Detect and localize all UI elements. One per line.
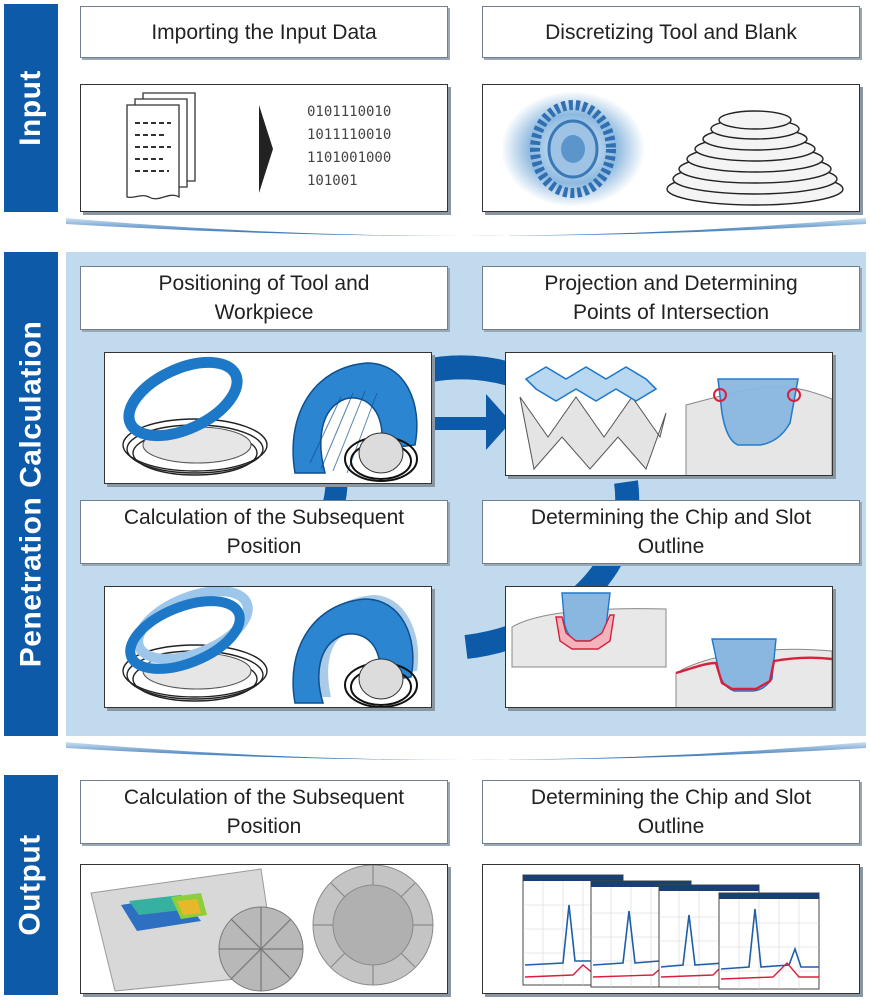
output-band: Output <box>4 775 58 995</box>
force-plot-icon <box>522 874 820 990</box>
tool-ring-icon <box>122 356 268 476</box>
tool-ring-moved-icon <box>122 587 268 702</box>
import-data-panel: 0101110010 1011110010 1101001000 101001 <box>80 84 448 212</box>
penetration-transition-chevron <box>66 742 866 760</box>
step-title-positioning: Positioning of Tool and Workpiece <box>80 266 448 330</box>
binary-line: 1101001000 <box>307 150 392 166</box>
output-plot-panel <box>482 864 860 994</box>
projection-mesh-icon <box>519 366 832 475</box>
penetration-section-label: Penetration Calculation <box>14 320 47 668</box>
binary-line: 0101110010 <box>307 104 392 120</box>
cup-wheel-icon <box>292 362 418 482</box>
cup-wheel-moved-icon <box>292 595 419 707</box>
step-title-projection: Projection and Determining Points of Int… <box>482 266 860 330</box>
arrow-right-icon <box>259 105 273 193</box>
penetration-band: Penetration Calculation <box>4 252 58 736</box>
step-title-import-data: Importing the Input Data <box>80 6 448 58</box>
output-section-label: Output <box>14 834 48 936</box>
positioning-panel <box>104 352 432 484</box>
input-transition-chevron <box>66 218 866 236</box>
subsequent-position-panel <box>104 586 432 708</box>
binary-line: 1011110010 <box>307 127 392 143</box>
projection-panel <box>505 352 833 476</box>
blank-contour-icon <box>666 110 844 206</box>
binary-data-block: 0101110010 1011110010 1101001000 101001 <box>307 101 391 193</box>
chip-outline-panel <box>505 586 833 708</box>
step-title-output-left: Calculation of the Subsequent Position <box>80 780 448 844</box>
output-gear-panel <box>80 864 448 994</box>
input-section-label: Input <box>14 70 47 146</box>
document-stack-icon <box>126 92 196 200</box>
gear-icon <box>90 865 434 992</box>
step-title-chip-outline: Determining the Chip and Slot Outline <box>482 500 860 564</box>
chip-outline-icon <box>511 592 832 707</box>
step-title-discretizing: Discretizing Tool and Blank <box>482 6 860 58</box>
step-title-output-right: Determining the Chip and Slot Outline <box>482 780 860 844</box>
discretizing-panel <box>482 84 860 212</box>
step-title-subsequent-position: Calculation of the Subsequent Position <box>80 500 448 564</box>
grinding-wheel-icon <box>501 91 645 207</box>
input-band: Input <box>4 4 58 212</box>
binary-line: 101001 <box>307 173 358 189</box>
